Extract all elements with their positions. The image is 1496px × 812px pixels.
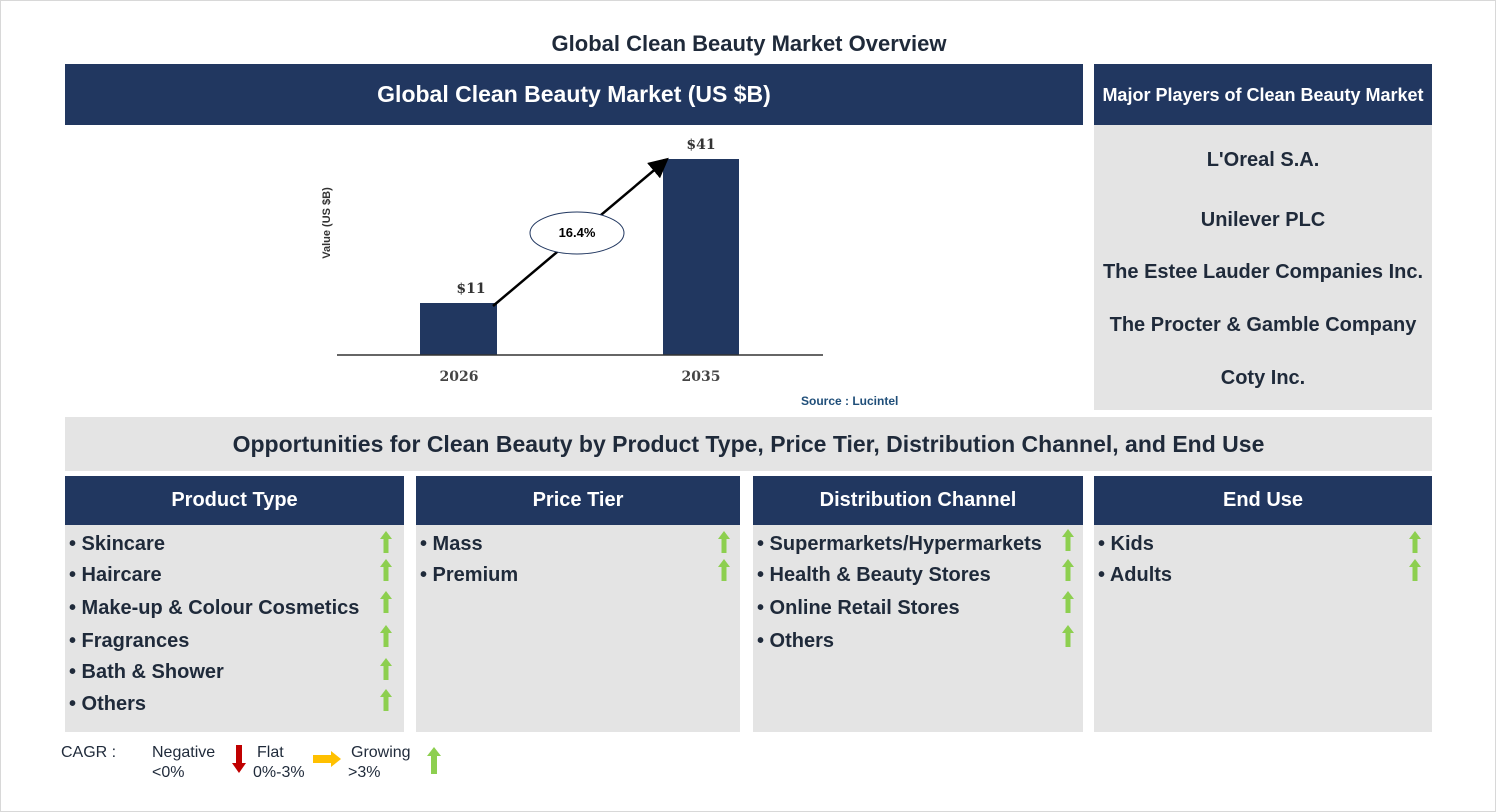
source-label: Source : Lucintel (801, 394, 899, 408)
players-title: Major Players of Clean Beauty Market (1094, 64, 1432, 125)
list-item: • Kids (1098, 533, 1154, 555)
list-item: • Health & Beauty Stores (757, 564, 991, 586)
x-tick-2026: 2026 (439, 369, 479, 385)
flat-right-arrow-icon (313, 751, 341, 767)
price-tier-header: Price Tier (416, 476, 740, 525)
growing-arrow-icon (380, 625, 392, 647)
chart-panel-title: Global Clean Beauty Market (US $B) (65, 64, 1083, 125)
player-item: The Estee Lauder Companies Inc. (1102, 261, 1424, 283)
distribution-channel-header: Distribution Channel (753, 476, 1083, 525)
list-item: • Make-up & Colour Cosmetics (69, 597, 360, 619)
end-use-list: • Kids • Adults (1094, 525, 1432, 732)
growing-arrow-icon (718, 559, 730, 581)
negative-down-arrow-icon (232, 745, 246, 773)
player-item: The Procter & Gamble Company (1109, 314, 1417, 336)
bar-2026 (420, 303, 497, 355)
price-tier-list: • Mass • Premium (416, 525, 740, 732)
page-title: Global Clean Beauty Market Overview (551, 31, 947, 56)
legend-flat-range: 0%-3% (253, 764, 305, 781)
legend-negative: Negative (152, 744, 216, 761)
player-item: Unilever PLC (1200, 209, 1326, 231)
growing-arrow-icon (1062, 625, 1074, 647)
list-item: • Adults (1098, 564, 1173, 586)
list-item: • Bath & Shower (69, 661, 224, 683)
end-use-header: End Use (1094, 476, 1432, 525)
cagr-ellipse (529, 211, 625, 255)
list-item: • Supermarkets/Hypermarkets (757, 533, 1042, 555)
value-label-2026: $11 (456, 281, 486, 297)
list-item: • Premium (420, 564, 519, 586)
growing-up-arrow-icon (427, 747, 441, 774)
y-axis-label: Value (US $B) (321, 187, 333, 259)
x-tick-2035: 2035 (681, 369, 721, 385)
bar-chart-svg: Value (US $B) (321, 157, 823, 356)
growing-arrow-icon (718, 531, 730, 553)
growing-arrow-icon (1062, 529, 1074, 551)
player-item: Coty Inc. (1220, 367, 1306, 389)
growing-arrow-icon (380, 591, 392, 613)
product-type-list: • Skincare • Haircare • Make-up & Colour… (65, 525, 404, 732)
growing-arrow-icon (380, 658, 392, 680)
legend-label: CAGR : (61, 744, 117, 761)
product-type-header: Product Type (65, 476, 404, 525)
value-label-2035: $41 (686, 137, 716, 153)
legend-negative-range: <0% (152, 764, 185, 781)
cagr-annotation: 16.4% (558, 225, 596, 240)
list-item: • Others (757, 630, 835, 652)
growing-arrow-icon (380, 689, 392, 711)
growing-arrow-icon (1409, 531, 1421, 553)
list-item: • Others (69, 693, 147, 715)
players-list: L'Oreal S.A. Unilever PLC The Estee Laud… (1094, 125, 1432, 410)
growing-arrow-icon (1062, 559, 1074, 581)
growing-arrow-icon (380, 531, 392, 553)
growing-arrow-icon (380, 559, 392, 581)
list-item: • Skincare (69, 533, 165, 555)
legend-growing-range: >3% (348, 764, 381, 781)
growing-arrow-icon (1409, 559, 1421, 581)
list-item: • Fragrances (69, 630, 190, 652)
legend-growing: Growing (351, 744, 411, 761)
opportunities-title: Opportunities for Clean Beauty by Produc… (65, 417, 1432, 471)
list-item: • Online Retail Stores (757, 597, 960, 619)
list-item: • Mass (420, 533, 483, 555)
legend-flat: Flat (257, 744, 284, 761)
growing-arrow-icon (1062, 591, 1074, 613)
player-item: L'Oreal S.A. (1206, 149, 1320, 171)
list-item: • Haircare (69, 564, 162, 586)
bar-2035 (663, 159, 739, 355)
bar-chart: Value (US $B) $11 $41 16.4% 2026 2035 So… (301, 131, 941, 416)
distribution-channel-list: • Supermarkets/Hypermarkets • Health & B… (753, 525, 1083, 732)
